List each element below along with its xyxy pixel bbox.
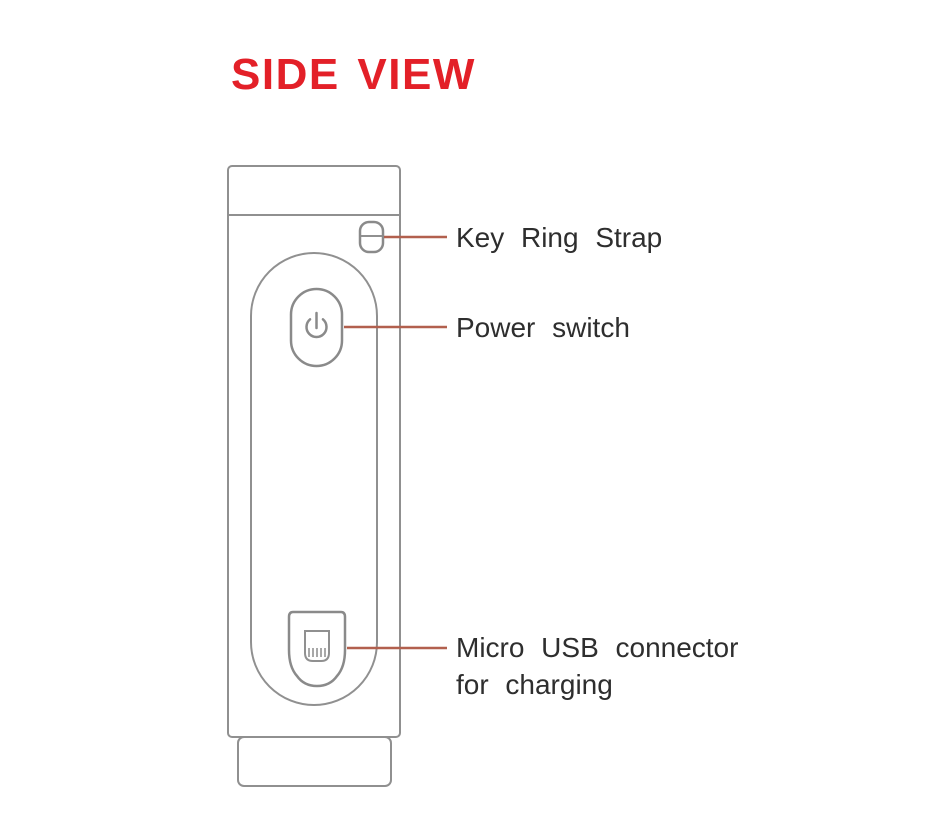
power-switch-button[interactable] (289, 287, 344, 368)
power-icon (305, 311, 328, 339)
page-title: SIDE VIEW (231, 50, 476, 99)
label-power-switch: Power switch (456, 312, 630, 343)
face-panel-outline (250, 252, 378, 706)
bottom-cap (237, 736, 392, 787)
micro-usb-icon[interactable] (287, 610, 347, 688)
label-key-ring-strap: Key Ring Strap (456, 222, 663, 253)
usb-tongue-outline (304, 630, 330, 662)
label-micro-usb: Micro USB connector for charging (456, 629, 738, 703)
key-ring-strap-icon (358, 220, 385, 254)
callout-lines (344, 235, 447, 650)
label-micro-usb-line2: for charging (456, 669, 613, 700)
usb-contact-pins (308, 648, 326, 657)
device-body (227, 165, 401, 787)
label-micro-usb-line1: Micro USB connector (456, 632, 739, 663)
